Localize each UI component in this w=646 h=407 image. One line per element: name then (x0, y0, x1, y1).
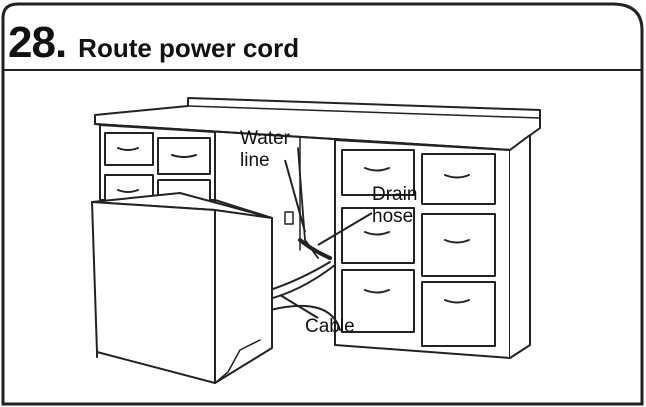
water-line-leader (284, 159, 306, 233)
drain-hose-label: Drain hose (372, 184, 417, 228)
right-drawer-5 (341, 269, 415, 333)
water-line-label: Water line (240, 128, 290, 172)
drain-hose (298, 238, 332, 260)
drain-hose-label-2: hose (372, 206, 414, 227)
step-title: Route power cord (78, 33, 300, 63)
water-line (297, 147, 319, 259)
right-drawer-3 (341, 207, 415, 264)
right-drawer-1 (341, 149, 415, 196)
power-cable (269, 304, 341, 331)
step-number: 28. (8, 18, 67, 67)
installation-illustration (91, 97, 541, 384)
right-drawer-4 (421, 213, 496, 277)
cable-leader (279, 294, 319, 319)
water-line-label-1: Water (240, 128, 290, 149)
right-drawer-2 (421, 153, 496, 205)
drain-hose-label-1: Drain (372, 184, 418, 205)
wall-outlet (284, 211, 294, 225)
dishwasher-front (91, 201, 216, 384)
right-drawer-6 (421, 281, 496, 347)
leader-lines (279, 159, 373, 319)
cable-line (269, 261, 331, 291)
drain-hose-leader (317, 212, 373, 246)
water-line-label-2: line (240, 150, 270, 171)
step-heading: 28. Route power cord (8, 18, 299, 68)
cable-label: Cable (305, 316, 355, 337)
